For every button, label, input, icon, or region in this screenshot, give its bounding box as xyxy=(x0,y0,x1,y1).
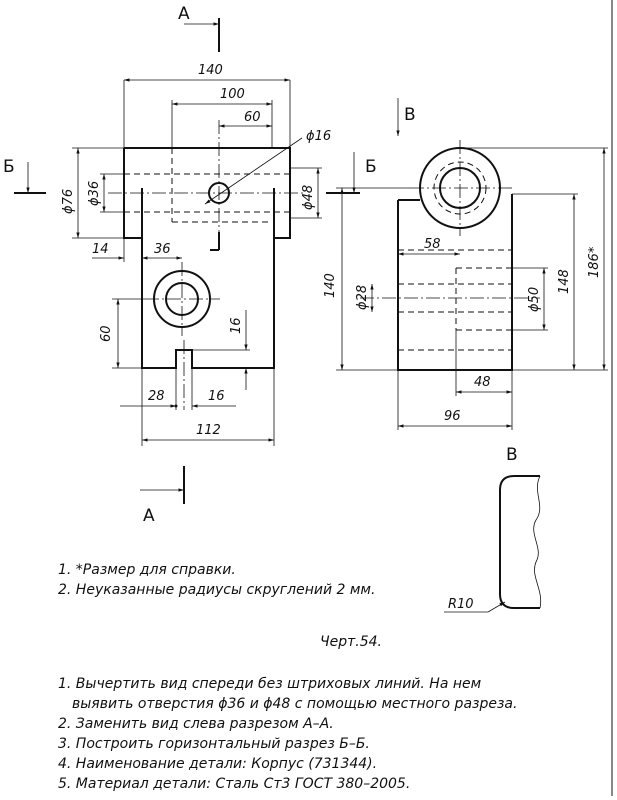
front-view xyxy=(14,18,360,504)
dimension-text-36: 36 xyxy=(154,242,171,257)
dimension-text-96: 96 xyxy=(444,409,461,424)
drawing-caption: Черт.54. xyxy=(320,634,382,650)
section-label-a-bottom: A xyxy=(143,506,155,526)
detail-break-line xyxy=(533,475,542,609)
dimension-text-phi16: ϕ16 xyxy=(306,129,331,144)
note-line: 2. Неуказанные радиусы скруглений 2 мм. xyxy=(58,582,375,598)
leader-r10 xyxy=(487,601,506,613)
dimension-text-100: 100 xyxy=(220,87,245,102)
dimension-text-60: 60 xyxy=(244,110,261,125)
task-line: 2. Заменить вид слева разрезом А–А. xyxy=(58,716,334,732)
task-line: 1. Вычертить вид спереди без штриховых л… xyxy=(58,676,482,692)
task-line: 4. Наименование детали: Корпус (731344). xyxy=(58,756,377,772)
dimension-text-phi76: ϕ76 xyxy=(61,189,76,214)
leader-phi16 xyxy=(204,137,303,205)
dimension-text-112: 112 xyxy=(196,423,221,438)
dimension-text-16: 16 xyxy=(229,317,244,334)
dimension-text-phi48: ϕ48 xyxy=(301,185,316,210)
side-view xyxy=(336,98,608,430)
detail-view xyxy=(444,475,542,613)
dimension-text-148: 148 xyxy=(557,269,572,294)
dimension-text-r10: R10 xyxy=(448,597,474,612)
dimension-text-14: 14 xyxy=(92,242,109,257)
task-line: 5. Материал детали: Сталь Ст3 ГОСТ 380–2… xyxy=(58,776,410,792)
task-line: выявить отверстия ϕ36 и ϕ48 с помощью ме… xyxy=(72,696,517,712)
detail-outline xyxy=(499,475,540,609)
section-label-b-right: Б xyxy=(365,157,377,177)
task-line: 3. Построить горизонтальный разрез Б–Б. xyxy=(58,736,370,752)
dimension-dot xyxy=(174,404,178,408)
dimension-text-28: 28 xyxy=(148,389,165,404)
section-label-a-top: A xyxy=(178,4,190,24)
view-label-v-detail: B xyxy=(506,445,518,465)
dimension-text-phi50: ϕ50 xyxy=(527,287,542,312)
dimension-text-140-side: 140 xyxy=(323,273,338,298)
dimension-text-140: 140 xyxy=(198,63,223,78)
dimension-text-48: 48 xyxy=(474,375,491,390)
dimension-text-16-bottom: 16 xyxy=(208,389,225,404)
dimension-text-60-vertical: 60 xyxy=(99,325,114,342)
side-view-outline xyxy=(397,194,513,371)
dimension-text-phi28: ϕ28 xyxy=(355,285,370,310)
section-label-b-left: Б xyxy=(3,157,15,177)
dimension-text-phi36: ϕ36 xyxy=(87,181,102,206)
view-label-v-arrow: B xyxy=(404,105,416,125)
dimension-text-58: 58 xyxy=(424,237,441,252)
dimension-text-186: 186* xyxy=(587,246,602,278)
note-line: 1. *Размер для справки. xyxy=(58,562,236,578)
